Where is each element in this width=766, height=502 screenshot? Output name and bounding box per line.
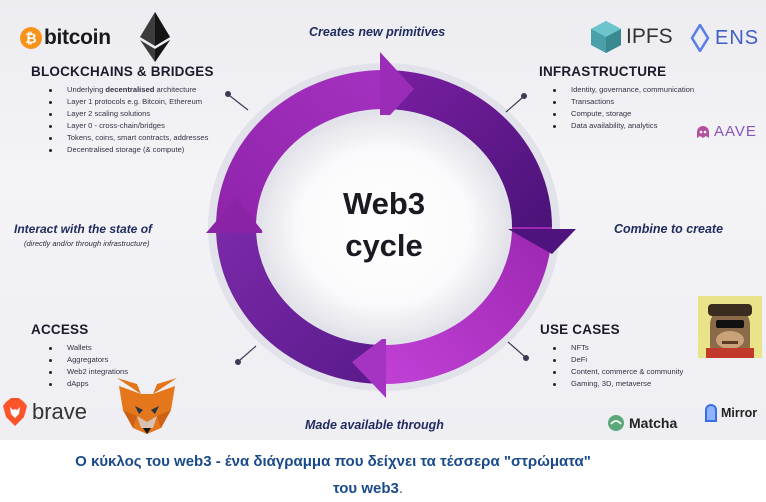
list-item: Layer 1 protocols e.g. Bitcoin, Ethereum: [41, 96, 208, 108]
arrow-top: [380, 52, 414, 126]
ens-icon: [690, 24, 710, 52]
bitcoin-logo: ₿ bitcoin: [20, 26, 111, 50]
matcha-logo: Matcha: [607, 414, 677, 432]
list-item: Gaming, 3D, metaverse: [545, 378, 683, 390]
list-item: DeFi: [545, 354, 683, 366]
ens-wordmark: ENS: [715, 26, 760, 49]
ring-arc-top-right: [384, 70, 552, 227]
aave-ghost-icon: [697, 125, 709, 138]
access-list: Wallets Aggregators Web2 integrations dA…: [41, 342, 128, 390]
list-item: Content, commerce & community: [545, 366, 683, 378]
list-item: NFTs: [545, 342, 683, 354]
edge-label-right: Combine to create: [614, 222, 724, 236]
list-item: Web2 integrations: [41, 366, 128, 378]
ethereum-icon: [140, 12, 170, 62]
use-cases-list: NFTs DeFi Content, commerce & community …: [545, 342, 683, 390]
list-item: Layer 0 - cross-chain/bridges: [41, 120, 208, 132]
connector-dot-top-left: [225, 91, 231, 97]
ring-arc-bottom-right: [384, 227, 552, 384]
ens-logo: ENS: [688, 24, 759, 52]
ring-arc-top-left: [216, 70, 384, 227]
list-item: Layer 2 scaling solutions: [41, 108, 208, 120]
list-item: dApps: [41, 378, 128, 390]
mirror-logo: Mirror: [704, 403, 757, 423]
list-item: Wallets: [41, 342, 128, 354]
caption-line-1: Ο κύκλος του web3 - ένα διάγραμμα που δε…: [75, 453, 591, 470]
edge-label-left-sub: (directly and/or through infrastructure): [24, 239, 150, 248]
ipfs-logo: IPFS: [590, 20, 673, 54]
bitcoin-wordmark: bitcoin: [44, 26, 111, 49]
section-title-blockchains: BLOCKCHAINS & BRIDGES: [31, 64, 214, 79]
infrastructure-list: Identity, governance, communication Tran…: [545, 84, 694, 132]
arrow-bottom: [352, 336, 386, 398]
list-item: Underlying decentralised architecture: [41, 84, 208, 96]
aave-logo: AAVE: [695, 123, 757, 140]
inner-disk: [262, 115, 506, 339]
section-title-use-cases: USE CASES: [540, 322, 620, 337]
arrow-left: [206, 198, 264, 233]
list-item: Identity, governance, communication: [545, 84, 694, 96]
brave-wordmark: brave: [32, 399, 88, 424]
cycle-ring: [206, 52, 576, 398]
ipfs-cube-icon: [591, 21, 621, 53]
list-item: Decentralised storage (& compute): [41, 144, 208, 156]
matcha-wordmark: Matcha: [629, 415, 678, 431]
brave-logo: brave: [2, 397, 87, 427]
center-title-cycle: cycle: [345, 228, 423, 263]
edge-label-bottom: Made available through: [305, 418, 444, 432]
section-title-access: ACCESS: [31, 322, 89, 337]
caption-period: .: [398, 480, 404, 497]
center-title: Web3 cycle: [304, 183, 464, 267]
center-title-web3: Web3: [342, 186, 426, 221]
edge-label-top: Creates new primitives: [309, 25, 446, 39]
list-item: Aggregators: [41, 354, 128, 366]
figure-caption: Ο κύκλος του web3 - ένα διάγραμμα που δε…: [0, 448, 766, 502]
matcha-icon: [608, 415, 624, 431]
connector-dot-top-right: [521, 93, 527, 99]
mirror-icon: [705, 404, 717, 422]
brave-lion-icon: [3, 398, 27, 426]
web3-cycle-diagram: Web3 cycle Creates new primitives Combin…: [0, 0, 766, 440]
arrow-right: [508, 229, 576, 254]
list-item: Tokens, coins, smart contracts, addresse…: [41, 132, 208, 144]
connector-dot-bottom-right: [523, 355, 529, 361]
list-item: Transactions: [545, 96, 694, 108]
list-item: Compute, storage: [545, 108, 694, 120]
mirror-wordmark: Mirror: [721, 406, 758, 420]
ring-arc-bottom-left: [216, 227, 384, 384]
caption-line-2: του web3.: [332, 480, 404, 497]
svg-text:₿: ₿: [25, 30, 36, 46]
blockchains-list: Underlying decentralised architecture La…: [41, 84, 208, 156]
section-title-infrastructure: INFRASTRUCTURE: [539, 64, 667, 79]
ipfs-wordmark: IPFS: [626, 25, 673, 48]
connector-dot-bottom-left: [235, 359, 241, 365]
bored-ape-nft-icon: [698, 296, 762, 358]
bitcoin-icon: ₿: [20, 27, 42, 49]
aave-wordmark: AAVE: [714, 123, 757, 140]
edge-label-left: Interact with the state of: [14, 222, 153, 236]
metamask-fox-icon: [117, 378, 177, 434]
list-item: Data availability, analytics: [545, 120, 694, 132]
